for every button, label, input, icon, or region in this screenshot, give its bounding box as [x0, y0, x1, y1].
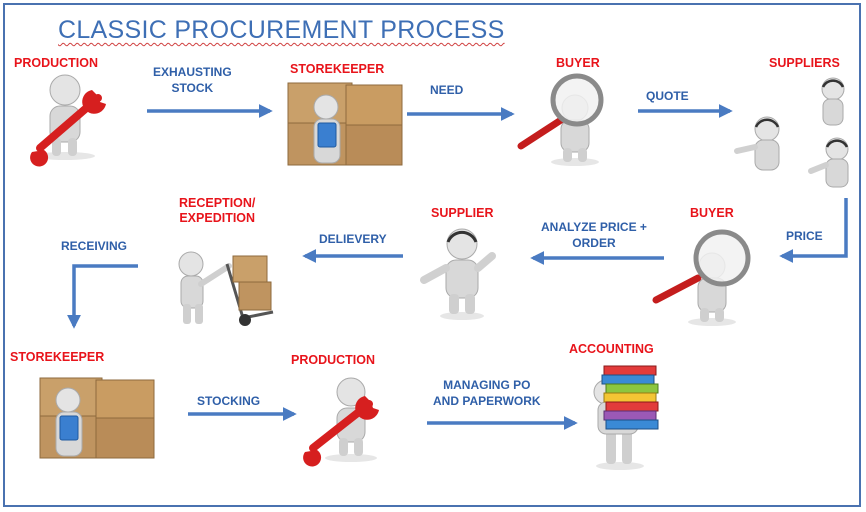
flow-label-need: NEED: [430, 83, 464, 97]
actor-label-suppliers: SUPPLIERS: [769, 56, 840, 70]
actor-label-buyer-2: BUYER: [690, 206, 734, 220]
supplier-figure-1: [821, 77, 845, 126]
wrench-person-icon: [30, 74, 106, 167]
flow-label-managing-po: MANAGING PO AND PAPERWORK: [433, 378, 541, 408]
supplier-figure-2: [734, 116, 780, 171]
magnifier-person-icon: [652, 229, 751, 326]
flow-label-exhausting-stock: EXHAUSTING STOCK: [153, 65, 232, 95]
actor-label-supplier: SUPPLIER: [431, 206, 494, 220]
headset-person-icon: [734, 77, 849, 188]
diagram-title: CLASSIC PROCUREMENT PROCESS: [58, 16, 505, 44]
flow-label-price: PRICE: [786, 229, 823, 243]
actor-label-accounting: ACCOUNTING: [569, 342, 654, 356]
flow-label-analyze-price-order: ANALYZE PRICE + ORDER: [541, 220, 647, 250]
flow-label-delievery: DELIEVERY: [319, 232, 387, 246]
arrow-suppliers-to-buyer: [779, 198, 848, 263]
flow-label-stocking: STOCKING: [197, 394, 261, 408]
actor-label-production-2: PRODUCTION: [291, 353, 376, 367]
box-person-icon: [287, 82, 403, 166]
supplier-figure-3: [808, 137, 849, 188]
box-person-icon: [39, 377, 155, 459]
flow-label-receiving: RECEIVING: [61, 239, 128, 253]
headset-person-icon: [420, 228, 496, 320]
flow-label-quote: QUOTE: [646, 89, 689, 103]
wrench-person-icon: [303, 377, 379, 467]
actor-label-storekeeper-1: STOREKEEPER: [290, 62, 385, 76]
actor-label-reception: RECEPTION/ EXPEDITION: [179, 196, 256, 225]
actor-label-buyer-1: BUYER: [556, 56, 600, 70]
actor-label-storekeeper-2: STOREKEEPER: [10, 350, 105, 364]
magnifier-person-icon: [517, 73, 604, 166]
arrow-reception-to-storekeeper: [67, 264, 138, 329]
binders-person-icon: [593, 365, 659, 470]
actor-label-production-1: PRODUCTION: [14, 56, 99, 70]
hand-truck-person-icon: [178, 251, 274, 326]
